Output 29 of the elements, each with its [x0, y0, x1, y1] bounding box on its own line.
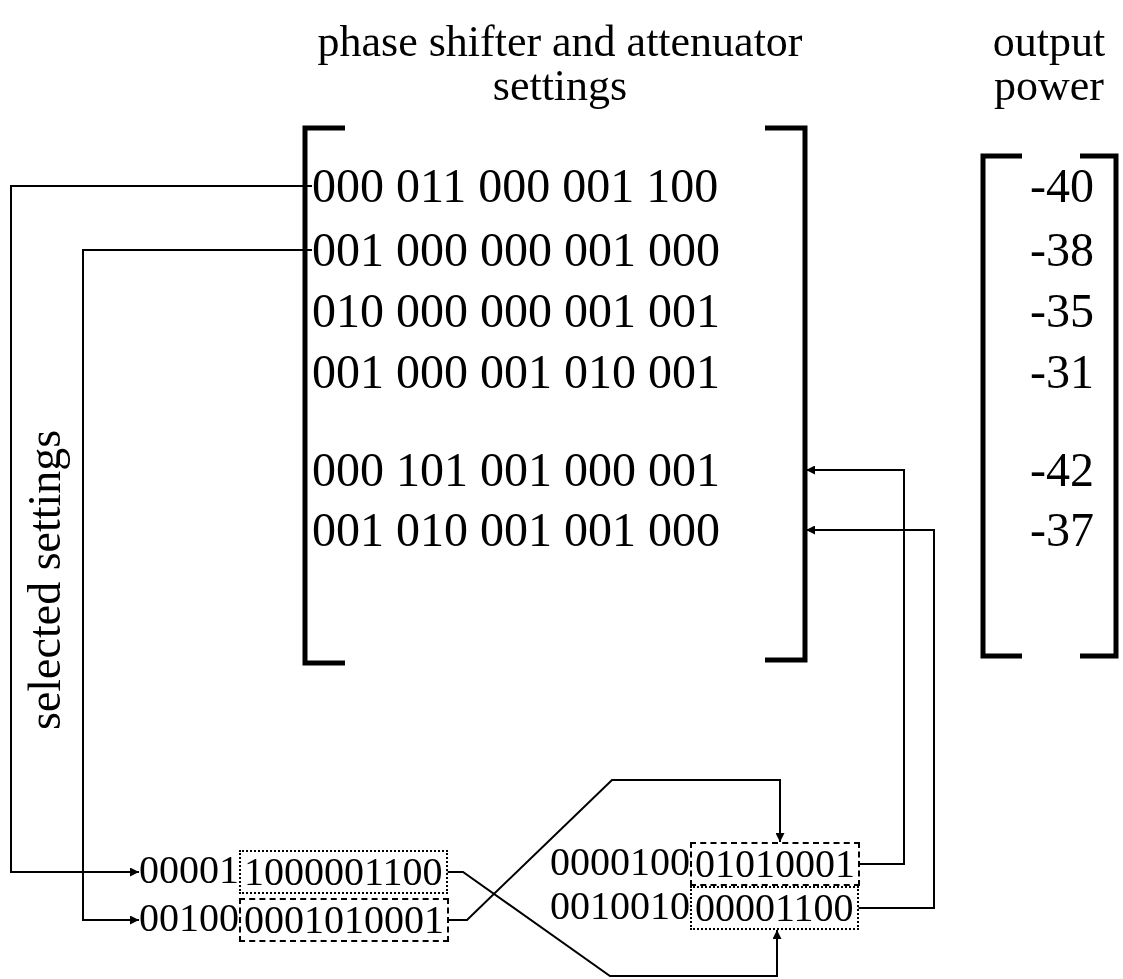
- crossover-segment: 01010001: [690, 842, 860, 886]
- crossover-segment: 0001010001: [239, 898, 449, 942]
- axis-label: selected settings: [20, 428, 70, 733]
- matrix-heading: phase shifter and attenuator settings: [317, 17, 803, 110]
- settings-row: 000 011 000 001 100: [312, 158, 806, 214]
- arrow: [10, 185, 313, 877]
- arrow: [805, 465, 905, 865]
- arrow: [805, 525, 935, 909]
- bit-string: 00001: [139, 850, 239, 894]
- power-value: -31: [1030, 344, 1100, 400]
- power-value: -35: [1030, 283, 1100, 339]
- power-value: -42: [1030, 442, 1100, 498]
- bit-string: 00100: [139, 898, 239, 942]
- settings-row: 001 000 001 010 001: [312, 344, 806, 400]
- arrow: [82, 249, 313, 925]
- crossover-segment: 00001100: [690, 886, 859, 930]
- bit-string: 0000100: [550, 842, 690, 886]
- matrix-heading: output power: [992, 17, 1106, 110]
- settings-row: 000 101 001 000 001: [312, 442, 806, 498]
- arrow: [446, 871, 782, 977]
- settings-row: 010 000 000 001 001: [312, 283, 806, 339]
- power-value: -37: [1030, 502, 1100, 558]
- settings-row: 001 010 001 001 000: [312, 502, 806, 558]
- power-value: -40: [1030, 158, 1100, 214]
- settings-row: 001 000 000 001 000: [312, 222, 806, 278]
- bit-string: 0010010: [550, 886, 690, 930]
- arrow: [448, 779, 785, 921]
- power-value: -38: [1030, 222, 1100, 278]
- crossover-segment: 1000001100: [239, 850, 448, 894]
